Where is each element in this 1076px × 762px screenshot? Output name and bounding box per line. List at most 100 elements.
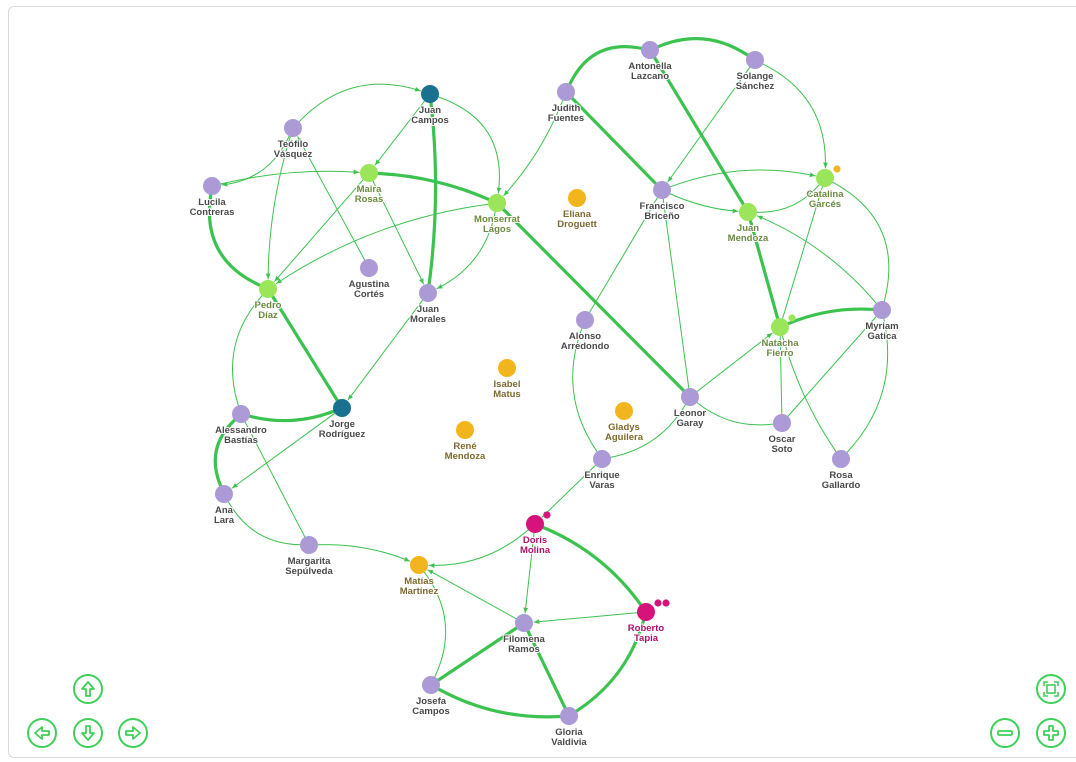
edge-monserrat-pedro[interactable]: [275, 203, 489, 284]
edge-myriam-juan_mendoza[interactable]: [756, 215, 877, 304]
edge-doris-roberto[interactable]: [541, 525, 643, 607]
edge-pedro-alessandro[interactable]: [232, 295, 263, 406]
node-circle[interactable]: [410, 556, 428, 574]
edge-maira-pedro[interactable]: [274, 179, 364, 282]
edge-antonella-juan_mendoza[interactable]: [653, 56, 745, 206]
edge-filomena-josefa[interactable]: [436, 626, 519, 682]
edge-doris-filomena[interactable]: [523, 532, 535, 614]
edge-roberto-gloria[interactable]: [574, 619, 646, 713]
node-circle[interactable]: [568, 189, 586, 207]
edge-josefa-gloria[interactable]: [437, 687, 562, 719]
edge-filomena-matias[interactable]: [427, 569, 517, 620]
node-circle[interactable]: [360, 259, 378, 277]
node-circle[interactable]: [641, 41, 659, 59]
node-circle[interactable]: [746, 51, 764, 69]
edge-juan_morales-jorge[interactable]: [347, 299, 424, 401]
node-circle[interactable]: [515, 614, 533, 632]
node-circle[interactable]: [557, 83, 575, 101]
node-circle[interactable]: [771, 318, 789, 336]
node-circle[interactable]: [681, 388, 699, 406]
edge-ana-margarita[interactable]: [227, 501, 301, 546]
edge-natacha-oscar[interactable]: [779, 335, 783, 415]
node-circle[interactable]: [232, 405, 250, 423]
node-circle[interactable]: [526, 515, 544, 533]
node-circle[interactable]: [422, 676, 440, 694]
edge-alessandro-margarita[interactable]: [244, 421, 306, 538]
edge-catalina-juan_mendoza[interactable]: [756, 184, 820, 213]
node-circle[interactable]: [816, 169, 834, 187]
pan-up-button[interactable]: [73, 674, 103, 704]
zoom-in-button[interactable]: [1036, 718, 1066, 748]
edge-josefa-matias[interactable]: [423, 571, 447, 678]
pan-down-button[interactable]: [73, 718, 103, 748]
node-circle[interactable]: [498, 359, 516, 377]
edge-maira-juan_morales[interactable]: [372, 180, 425, 285]
node-circle[interactable]: [333, 399, 351, 417]
node-circle[interactable]: [456, 421, 474, 439]
edge-catalina-natacha[interactable]: [782, 186, 823, 319]
edge-leonor-natacha[interactable]: [696, 332, 773, 392]
edge-juan_campos-maira[interactable]: [374, 100, 425, 166]
node-circle[interactable]: [560, 707, 578, 725]
edge-alonso-francisco[interactable]: [589, 197, 658, 313]
fit-view-button[interactable]: [1036, 674, 1066, 704]
edge-alessandro-ana[interactable]: [213, 418, 237, 488]
edge-natacha-myriam[interactable]: [786, 307, 875, 326]
zoom-out-button[interactable]: [990, 718, 1020, 748]
edge-juan_mendoza-natacha[interactable]: [748, 219, 780, 320]
edge-lucila-maira[interactable]: [220, 169, 360, 185]
pan-left-button[interactable]: [27, 718, 57, 748]
edge-francisco-juan_mendoza[interactable]: [669, 193, 739, 214]
node-circle[interactable]: [300, 536, 318, 554]
node-circle[interactable]: [488, 194, 506, 212]
edge-monserrat-leonor[interactable]: [501, 207, 686, 393]
edge-agustina-teofilo[interactable]: [297, 136, 366, 261]
edge-catalina-myriam[interactable]: [832, 181, 890, 302]
edge-judith-francisco[interactable]: [570, 96, 658, 186]
edge-natacha-rosa[interactable]: [781, 335, 837, 453]
pan-right-button[interactable]: [118, 718, 148, 748]
edge-leonor-enrique[interactable]: [610, 404, 686, 458]
edge-monserrat-juan_morales[interactable]: [436, 211, 496, 290]
node-circle[interactable]: [576, 311, 594, 329]
edge-roberto-filomena[interactable]: [533, 612, 638, 625]
edge-teofilo-lucila[interactable]: [221, 135, 290, 187]
edge-maira-monserrat[interactable]: [376, 171, 491, 202]
node-circle[interactable]: [593, 450, 611, 468]
edge-solange-francisco[interactable]: [667, 66, 751, 183]
node-circle[interactable]: [873, 301, 891, 319]
edge-teofilo-juan_campos[interactable]: [298, 83, 421, 123]
node-circle[interactable]: [419, 284, 437, 302]
edge-margarita-matias[interactable]: [317, 544, 411, 562]
node-circle[interactable]: [360, 164, 378, 182]
edge-jorge-alessandro[interactable]: [248, 409, 336, 423]
edge-francisco-leonor[interactable]: [662, 198, 690, 389]
edge-juan_campos-monserrat[interactable]: [437, 96, 502, 194]
